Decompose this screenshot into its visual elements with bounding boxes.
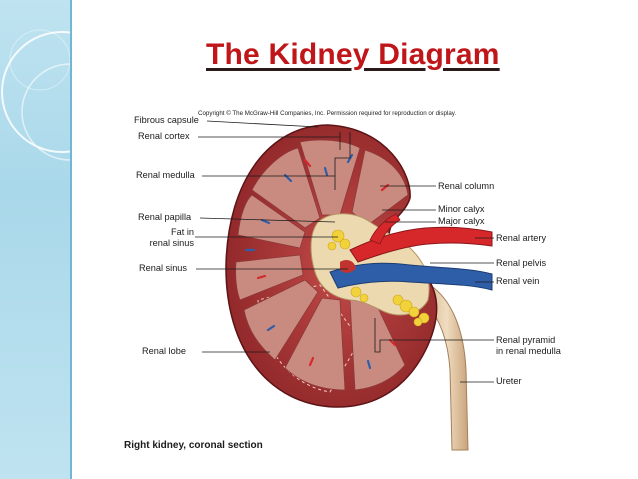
figure-caption: Right kidney, coronal section	[124, 440, 263, 451]
label-renal-papilla: Renal papilla	[138, 212, 192, 222]
decorative-side-band	[0, 0, 70, 479]
label-renal-cortex: Renal cortex	[138, 131, 190, 141]
artery-branch	[369, 213, 401, 245]
label-renal-artery: Renal artery	[496, 233, 547, 243]
copyright-notice: Copyright © The McGraw-Hill Companies, I…	[198, 110, 457, 117]
label-minor-calyx: Minor calyx	[438, 204, 485, 214]
label-in-renal-medulla: in renal medulla	[496, 346, 561, 356]
decorative-circles	[1, 29, 70, 161]
label-fat-in: Fat in	[171, 227, 194, 237]
sinus-fat	[327, 229, 430, 327]
interlobar-vessels	[244, 153, 397, 370]
label-renal-medulla: Renal medulla	[136, 170, 195, 180]
label-renal-sinus: Renal sinus	[139, 263, 188, 273]
label-renal-vein: Renal vein	[496, 276, 540, 286]
label-renal-pyramid: Renal pyramid	[496, 335, 556, 345]
label-ureter: Ureter	[496, 376, 522, 386]
label-renal-pelvis: Renal pelvis	[496, 258, 547, 268]
label-renal-column: Renal column	[438, 181, 495, 191]
renal-papilla-tip	[340, 260, 356, 273]
ureter-shape	[424, 284, 469, 451]
leader-lines	[195, 120, 494, 383]
side-divider	[70, 0, 72, 479]
label-renal-lobe: Renal lobe	[142, 346, 186, 356]
slide-title: The Kidney Diagram	[206, 38, 500, 71]
renal-pyramids	[235, 139, 409, 391]
renal-artery-vessel	[349, 226, 493, 263]
label-fat-renal-sinus: renal sinus	[149, 238, 194, 248]
label-major-calyx: Major calyx	[438, 216, 485, 226]
label-fibrous-capsule: Fibrous capsule	[134, 115, 199, 125]
